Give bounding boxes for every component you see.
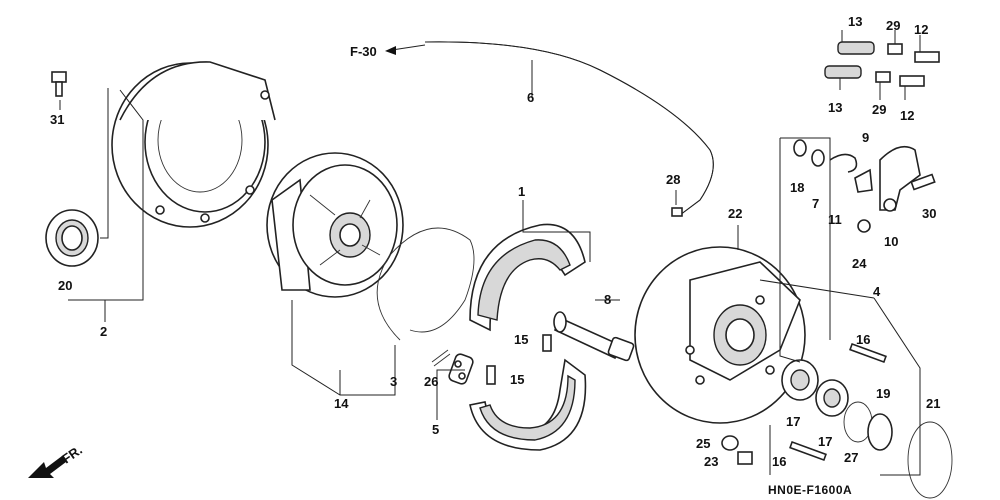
seal-19 [867,413,893,451]
part-label-11: 11 [828,212,842,227]
pin-15 [486,334,552,385]
part-label-13b: 13 [828,100,842,115]
part-label-21: 21 [926,396,940,411]
diagram-code: HN0E-F1600A [768,483,852,497]
part-label-24: 24 [852,256,867,271]
part-label-15b: 15 [510,372,524,387]
part-label-12b: 12 [900,108,914,123]
part-label-13a: 13 [848,14,862,29]
brake-drum-14 [266,152,404,298]
part-label-27: 27 [844,450,858,465]
brake-panel-22 [634,246,806,424]
part-label-4: 4 [873,284,881,299]
stud-16a [849,342,887,364]
brake-shoe-lower [469,358,587,451]
part-label-15a: 15 [514,332,528,347]
cam-shaft-8 [553,311,635,362]
part-label-30: 30 [922,206,936,221]
leader-lines [59,30,921,476]
part-label-17b: 17 [818,434,832,449]
pin-26 [431,349,451,367]
brake-shoe-upper [469,223,586,332]
washer-25 [721,435,739,451]
plate-5 [448,353,474,385]
nut-24 [857,219,871,233]
part-label-3: 3 [390,374,397,389]
clip-28 [671,207,683,217]
part-label-25: 25 [696,436,710,451]
part-label-9: 9 [862,130,869,145]
part-label-26: 26 [424,374,438,389]
brake-drum-cover [111,61,276,228]
bolt-31 [51,71,67,97]
part-label-23: 23 [704,454,718,469]
seal-18 [793,139,807,157]
part-label-20: 20 [58,278,72,293]
spring-11 [829,153,858,173]
part-label-1: 1 [518,184,525,199]
part-label-29a: 29 [886,18,900,33]
part-label-31: 31 [50,112,64,127]
stud-16b [789,440,827,462]
part-label-22: 22 [728,206,742,221]
part-label-14: 14 [334,396,349,411]
part-label-6: 6 [527,90,534,105]
indicator-9 [854,168,873,193]
snap-ring-3 [376,227,475,341]
part-label-10: 10 [884,234,898,249]
bolt-23 [737,451,753,465]
part-label-16b: 16 [772,454,786,469]
part-label-16a: 16 [856,332,870,347]
joint-29 [875,43,903,83]
reference-arrow-f30 [385,44,426,55]
washer-7 [811,149,825,167]
part-label-8: 8 [604,292,611,307]
spring-13 [824,41,875,79]
part-label-12a: 12 [914,22,928,37]
front-direction-arrow [28,456,66,478]
o-ring-21 [907,421,953,499]
part-label-7: 7 [812,196,819,211]
bolt-30 [910,173,936,191]
part-label-19: 19 [876,386,890,401]
part-label-5: 5 [432,422,439,437]
ref-label-f30: F-30 [350,44,377,59]
part-label-2: 2 [100,324,107,339]
brake-cable-6 [424,41,714,216]
oil-seal-20 [45,209,99,267]
part-label-18: 18 [790,180,804,195]
part-label-17a: 17 [786,414,800,429]
pin-12 [899,51,940,87]
part-label-29b: 29 [872,102,886,117]
part-label-28: 28 [666,172,680,187]
brake-arm-10 [879,145,921,212]
